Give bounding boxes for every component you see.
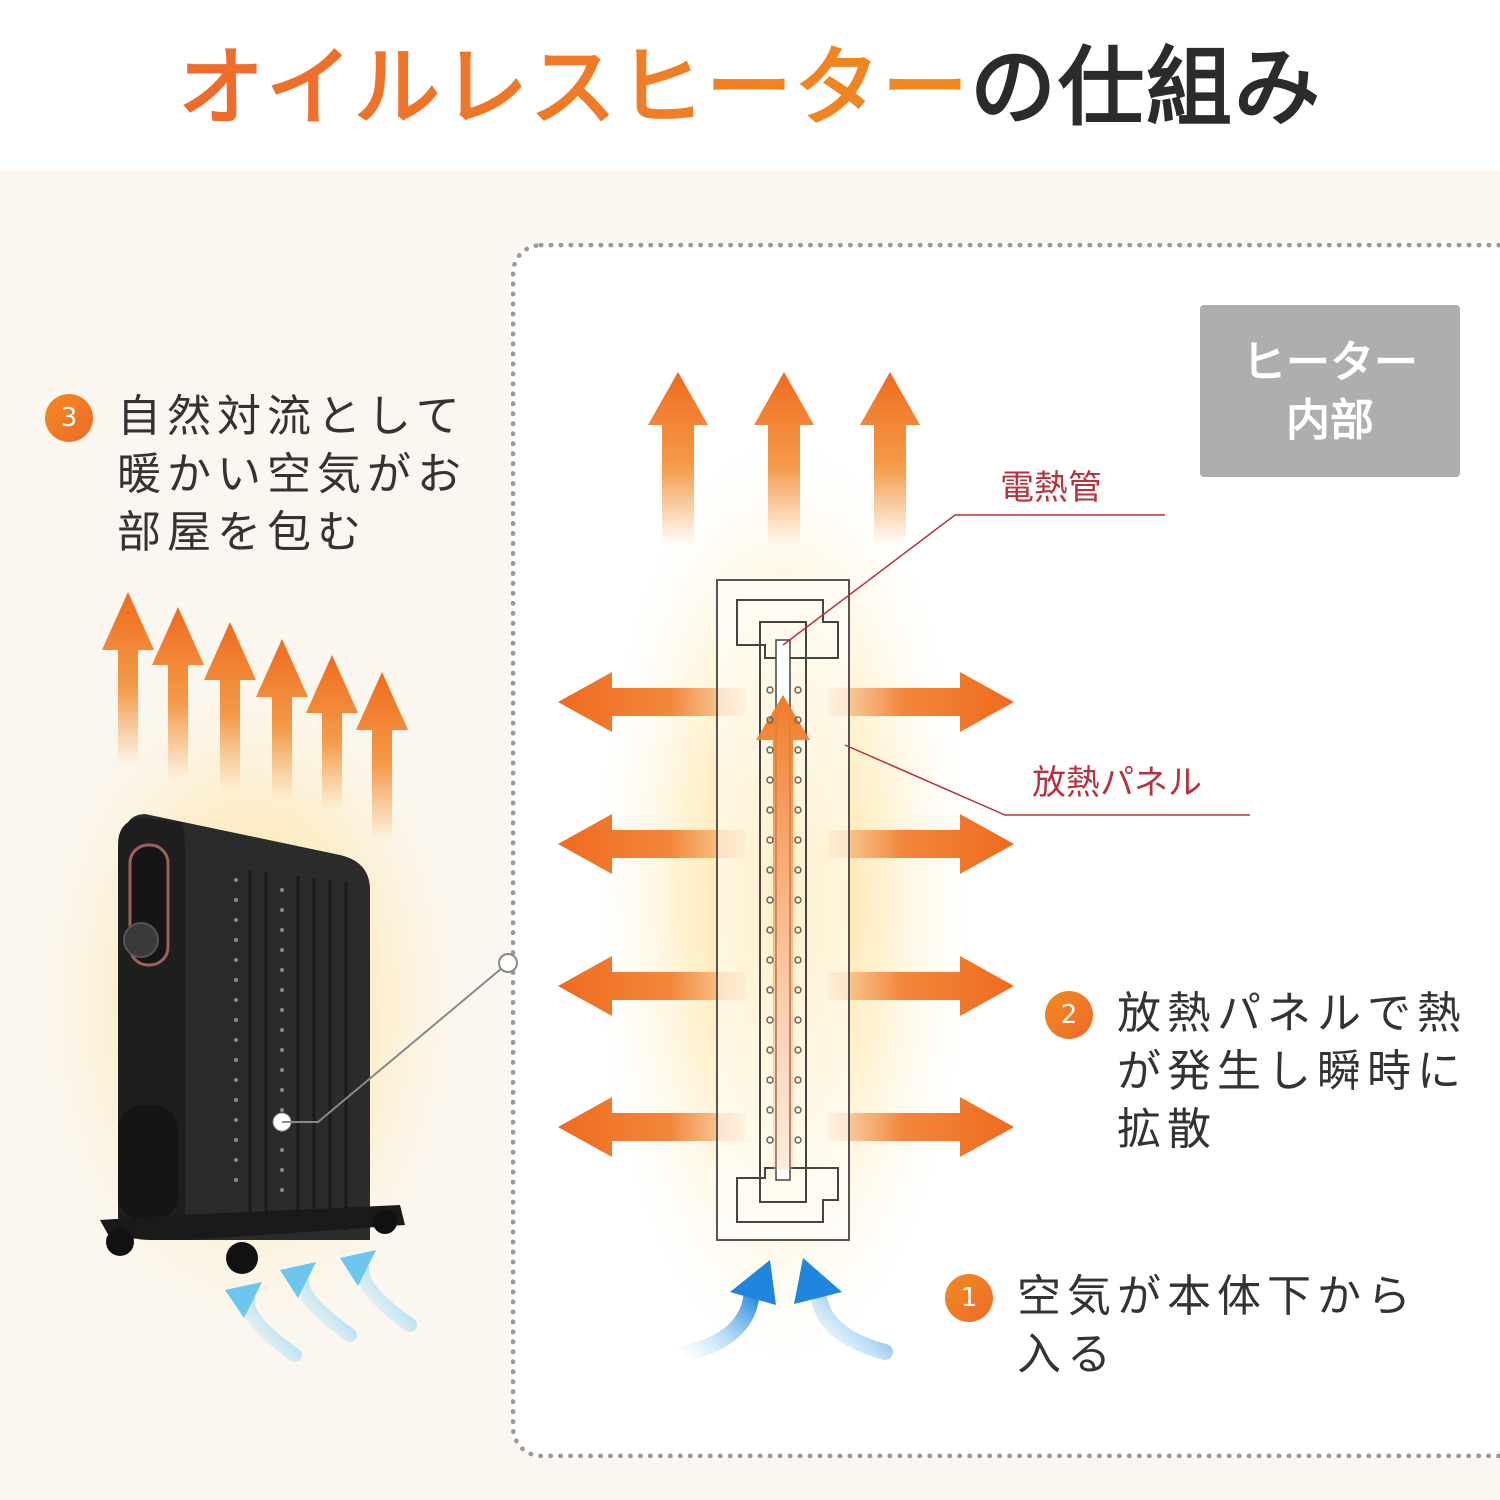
warm-air-arrow-icon [102,592,408,840]
radiator-panel-diagram [716,579,850,1241]
step-line: 放熱パネルで熱 [1117,988,1467,1039]
title-rest: の仕組み [970,38,1322,138]
heat-rise-arrow-icon [648,372,920,545]
heater-product-image [100,814,518,1274]
step-line: 暖かい空気がお [117,449,467,500]
tag-line-1: ヒーター [1242,337,1418,388]
step-number-badge: 1 [945,1274,993,1322]
step-line: が発生し瞬時に [1117,1046,1467,1097]
title-accent: オイルレスヒーター [178,38,970,138]
heating-tube-leader [782,514,1165,646]
step-2: 2 放熱パネルで熱 が発生し瞬時に 拡散 [1045,985,1467,1159]
radiator-panel-leader [844,744,1250,816]
heating-tube-label: 電熱管 [1000,468,1102,508]
step-3: 3 自然対流として 暖かい空気がお 部屋を包む [45,388,467,562]
title-header: オイルレスヒーターの仕組み [0,0,1500,170]
intake-air-arrow-icon [672,1282,893,1363]
step-line: 空気が本体下から [1017,1271,1417,1322]
step-line: 部屋を包む [117,507,367,558]
tag-line-2: 内部 [1286,395,1374,446]
step-number-badge: 2 [1045,991,1093,1039]
step-line: 自然対流として [117,391,466,442]
step-1: 1 空気が本体下から 入る [945,1268,1417,1384]
step-description: 放熱パネルで熱 が発生し瞬時に 拡散 [1117,985,1467,1159]
heater-interior-tag: ヒーター 内部 [1200,305,1460,477]
step-line: 拡散 [1117,1104,1217,1155]
step-description: 自然対流として 暖かい空気がお 部屋を包む [117,388,467,562]
heat-spread-arrow-icon [558,672,1014,1157]
page-title: オイルレスヒーターの仕組み [0,38,1500,138]
step-description: 空気が本体下から 入る [1017,1268,1417,1384]
step-number-badge: 3 [45,394,93,442]
radiator-panel-label: 放熱パネル [1032,763,1202,803]
step-line: 入る [1017,1329,1117,1380]
